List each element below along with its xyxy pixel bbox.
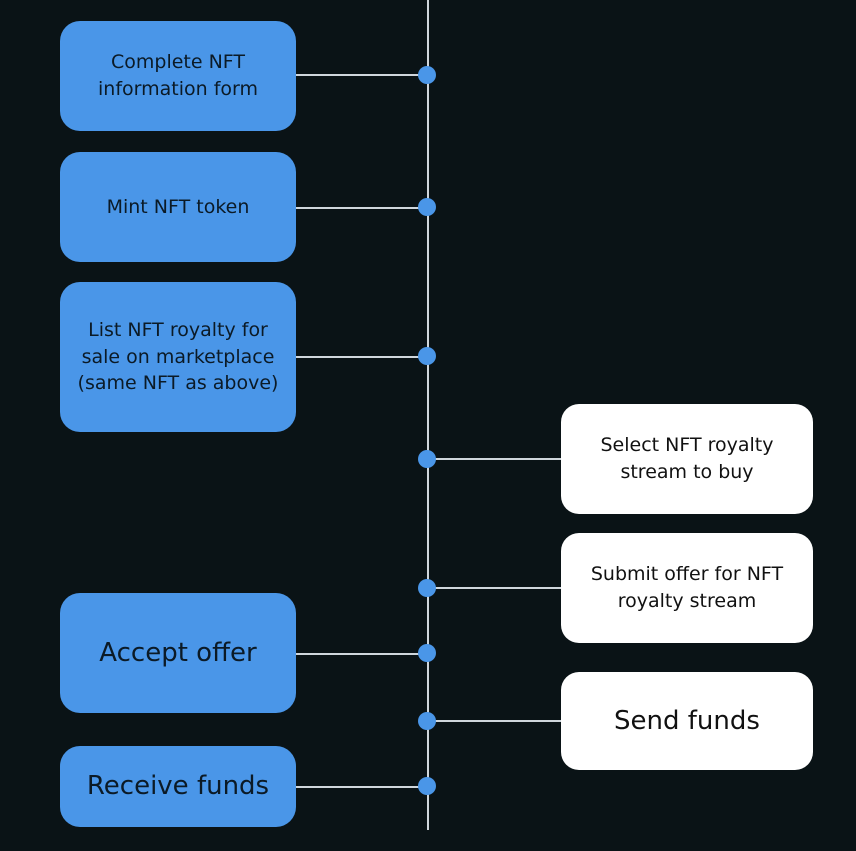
step-send-funds: Send funds bbox=[561, 672, 813, 770]
step-label: Complete NFT information form bbox=[98, 51, 258, 100]
connector-complete-form bbox=[296, 74, 427, 76]
step-label: Select NFT royalty stream to buy bbox=[600, 434, 774, 483]
timeline-dot-receive-funds bbox=[418, 777, 436, 795]
timeline-dot-send-funds bbox=[418, 712, 436, 730]
step-select-royalty-stream: Select NFT royalty stream to buy bbox=[561, 404, 813, 514]
timeline-dot-submit-offer bbox=[418, 579, 436, 597]
step-submit-offer: Submit offer for NFT royalty stream bbox=[561, 533, 813, 643]
step-list-royalty-for-sale: List NFT royalty for sale on marketplace… bbox=[60, 282, 296, 432]
timeline-dot-select-stream bbox=[418, 450, 436, 468]
connector-submit-offer bbox=[427, 587, 561, 589]
connector-mint-token bbox=[296, 207, 427, 209]
connector-send-funds bbox=[427, 720, 561, 722]
step-complete-nft-form: Complete NFT information form bbox=[60, 21, 296, 131]
timeline-axis bbox=[427, 0, 429, 830]
timeline-dot-complete-form bbox=[418, 66, 436, 84]
timeline-dot-list-royalty bbox=[418, 347, 436, 365]
step-label: Submit offer for NFT royalty stream bbox=[590, 563, 784, 612]
connector-select-stream bbox=[427, 458, 561, 460]
step-receive-funds: Receive funds bbox=[60, 746, 296, 827]
step-accept-offer: Accept offer bbox=[60, 593, 296, 713]
step-label: List NFT royalty for sale on marketplace… bbox=[77, 318, 279, 395]
connector-accept-offer bbox=[296, 653, 427, 655]
connector-list-royalty bbox=[296, 356, 427, 358]
step-label: Receive funds bbox=[86, 771, 270, 802]
step-label: Send funds bbox=[614, 705, 760, 736]
connector-receive-funds bbox=[296, 786, 427, 788]
step-label: Accept offer bbox=[99, 637, 257, 668]
timeline-dot-accept-offer bbox=[418, 644, 436, 662]
step-mint-nft-token: Mint NFT token bbox=[60, 152, 296, 262]
timeline-dot-mint-token bbox=[418, 198, 436, 216]
step-label: Mint NFT token bbox=[106, 195, 250, 218]
